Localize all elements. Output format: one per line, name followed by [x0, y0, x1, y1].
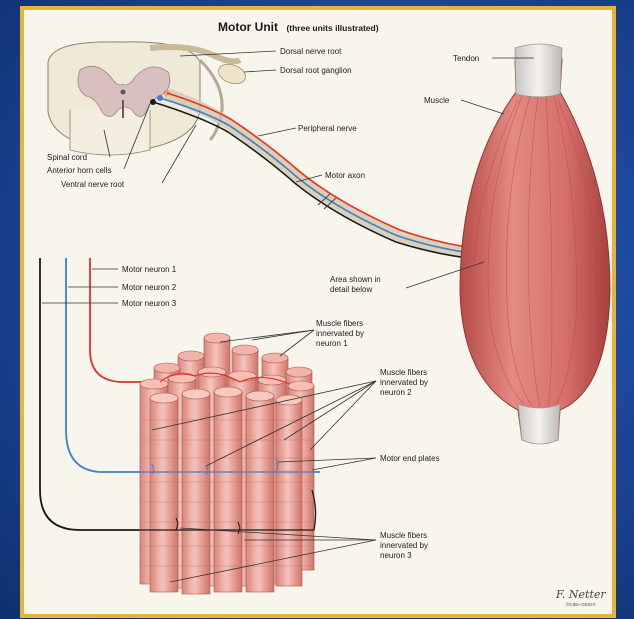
- label-fibers-neuron-2: Muscle fibers innervated by neuron 2: [380, 368, 430, 397]
- label-dorsal-nerve-root: Dorsal nerve root: [280, 47, 342, 56]
- label-motor-neuron-2: Motor neuron 2: [122, 283, 177, 292]
- label-motor-axon: Motor axon: [325, 171, 365, 180]
- artist-credit: ©CIBA-GEIGY: [566, 601, 596, 607]
- label-motor-neuron-3: Motor neuron 3: [122, 299, 177, 308]
- spinal-cord-section: [48, 42, 248, 155]
- peripheral-nerve: [153, 93, 494, 270]
- lower-tendon: [518, 404, 560, 444]
- muscle: [460, 44, 610, 444]
- label-fibers-neuron-3: Muscle fibers innervated by neuron 3: [380, 531, 430, 560]
- label-area-shown: Area shown in detail below: [330, 275, 383, 294]
- fiber-bundle: [140, 333, 316, 594]
- upper-tendon: [515, 44, 562, 97]
- label-motor-end-plates: Motor end plates: [380, 454, 440, 463]
- diagram-title: Motor Unit (three units illustrated): [218, 18, 379, 35]
- label-tendon: Tendon: [453, 54, 479, 63]
- label-ventral-nerve-root: Ventral nerve root: [61, 180, 125, 189]
- artist-signature: F. Netter: [555, 588, 606, 601]
- label-motor-neuron-1: Motor neuron 1: [122, 265, 177, 274]
- label-spinal-cord: Spinal cord: [47, 153, 87, 162]
- label-fibers-neuron-1: Muscle fibers innervated by neuron 1: [316, 319, 366, 348]
- label-peripheral-nerve: Peripheral nerve: [298, 124, 357, 133]
- label-dorsal-root-ganglion: Dorsal root ganglion: [280, 66, 352, 75]
- label-muscle: Muscle: [424, 96, 450, 105]
- label-anterior-horn-cells: Anterior horn cells: [47, 166, 111, 175]
